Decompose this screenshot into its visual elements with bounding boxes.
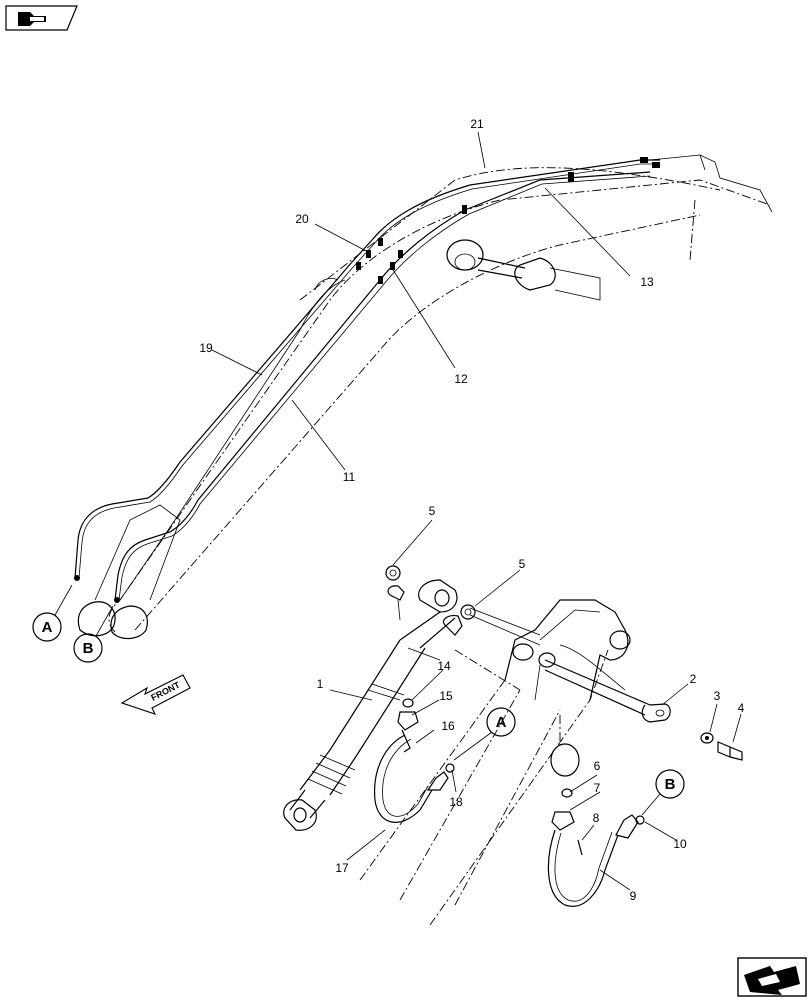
callout-20: 20 bbox=[295, 212, 309, 226]
callout-17: 17 bbox=[335, 861, 349, 875]
ref-leaders bbox=[54, 584, 661, 816]
hose-17 bbox=[373, 711, 455, 823]
cylinder-1 bbox=[283, 579, 463, 831]
ref-label: A bbox=[496, 714, 507, 731]
next-page-arrow-icon[interactable] bbox=[737, 957, 807, 997]
callout-1: 1 bbox=[317, 677, 324, 691]
callout-13: 13 bbox=[640, 275, 654, 289]
callout-4: 4 bbox=[738, 701, 745, 715]
arm-assembly bbox=[359, 599, 743, 926]
book-arrow-icon[interactable] bbox=[5, 5, 78, 31]
callout-19: 19 bbox=[199, 341, 213, 355]
callout-6: 6 bbox=[594, 759, 601, 773]
callout-2: 2 bbox=[690, 672, 697, 686]
callout-12: 12 bbox=[454, 372, 468, 386]
ref-circle-b-upper[interactable]: B bbox=[73, 633, 103, 663]
steel-line-19 bbox=[74, 159, 660, 579]
steel-line-11 bbox=[114, 171, 651, 601]
leader-lines bbox=[211, 131, 742, 891]
callout-14: 14 bbox=[437, 659, 451, 673]
ref-label: B bbox=[665, 776, 676, 793]
callout-numbers: 1 2 3 4 5 5 6 7 8 9 10 11 12 13 14 15 16… bbox=[199, 117, 744, 903]
washer-parts bbox=[385, 565, 541, 708]
callout-9: 9 bbox=[630, 889, 637, 903]
callout-3: 3 bbox=[714, 689, 721, 703]
ref-circle-a-lower[interactable]: A bbox=[486, 707, 516, 737]
callout-15: 15 bbox=[439, 689, 453, 703]
ref-circle-a-upper[interactable]: A bbox=[32, 612, 62, 642]
ref-label: B bbox=[83, 640, 94, 657]
callout-18: 18 bbox=[449, 795, 463, 809]
callout-10: 10 bbox=[673, 837, 687, 851]
ref-label: A bbox=[42, 619, 53, 636]
boom-assembly bbox=[77, 154, 773, 640]
hose-9 bbox=[547, 788, 645, 907]
front-arrow-icon: FRONT bbox=[120, 674, 191, 715]
callout-7: 7 bbox=[594, 781, 601, 795]
line-fittings bbox=[74, 157, 660, 603]
ref-circle-b-lower[interactable]: B bbox=[655, 769, 685, 799]
callout-5b: 5 bbox=[519, 557, 526, 571]
callout-16: 16 bbox=[441, 719, 455, 733]
callout-21: 21 bbox=[470, 117, 484, 131]
callout-5a: 5 bbox=[429, 504, 436, 518]
callout-11: 11 bbox=[343, 470, 356, 484]
callout-8: 8 bbox=[593, 811, 600, 825]
